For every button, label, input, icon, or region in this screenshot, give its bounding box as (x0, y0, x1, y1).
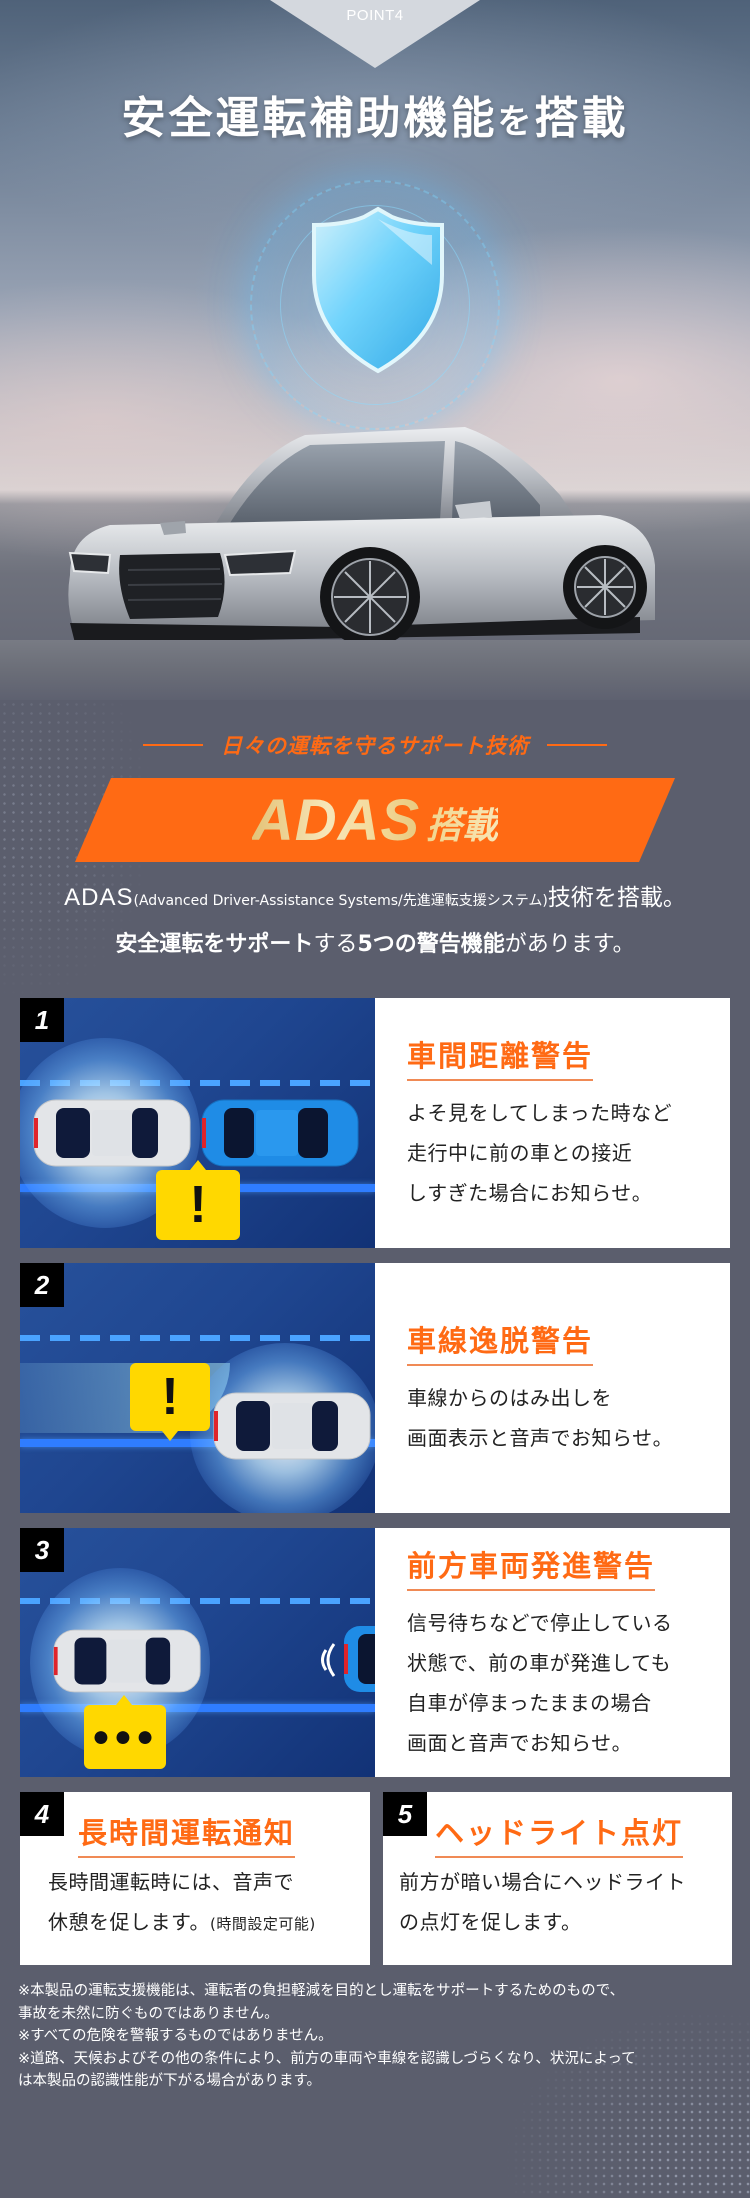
feature-number-badge: 3 (20, 1528, 64, 1572)
desc-bold2: 5つの警告機能 (357, 932, 505, 957)
feature-number-badge: 4 (20, 1792, 64, 1836)
disclaimer-notes: ※本製品の運転支援機能は、運転者の負担軽減を目的とし運転をサポートするためのもの… (18, 1983, 636, 2089)
feature-description: よそ見をしてしまった時など 走行中に前の車との接近 しすぎた場合にお知らせ。 (407, 1101, 673, 1205)
feature-title: 車線逸脱警告 (407, 1318, 594, 1366)
desc-mid: する (313, 932, 358, 957)
adas-description-line2: 安全運転をサポートする5つの警告機能があります。 (0, 926, 750, 958)
ellipsis-bubble-icon: ●●● (84, 1695, 166, 1769)
feature-number-badge: 5 (383, 1792, 427, 1836)
feature-3-text: 前方車両発進警告 信号待ちなどで停止している 状態で、前の車が発進しても 自車が… (375, 1528, 730, 1777)
feature-3-illustration: 3 ●●● (20, 1528, 375, 1777)
shield-inner-ring (280, 205, 470, 405)
title-particle: を (497, 102, 535, 142)
desc-adas: ADAS (64, 884, 134, 911)
hero-car-image (68, 427, 656, 647)
feature-card-3: 3 ●●● 前方車両発進警告 信号待ちなどで停止している 状態で、前の車が発進し… (20, 1528, 730, 1777)
front-car-departing-icon (344, 1626, 375, 1692)
point-label: POINT4 (346, 7, 404, 24)
feature-description: 信号待ちなどで停止している 状態で、前の車が発進しても 自車が停まったままの場合… (407, 1610, 673, 1755)
title-main: 安全運転補助機能 (121, 93, 498, 144)
lane-dashed-line (20, 1080, 375, 1086)
shield-glow-ring (250, 180, 500, 430)
hero-section: POINT4 安全運転補助機能を搭載 (0, 0, 750, 700)
desc-suffix: 技術を搭載。 (547, 885, 686, 911)
feature-number-badge: 2 (20, 1263, 64, 1307)
feature-title: ヘッドライト点灯 (435, 1810, 684, 1858)
feature-description: 車線からのはみ出しを 画面表示と音声でお知らせ。 (407, 1386, 674, 1450)
front-car-icon (201, 1099, 359, 1167)
feature-card-4: 4 長時間運転通知 長時間運転時には、音声で休憩を促します。(時間設定可能) (20, 1792, 370, 1965)
warning-exclamation-icon: ! (156, 1160, 240, 1240)
feature-card-1: 1 ! 車間距離警告 よそ見をしてしまった時など 走行中に前の車との接近 しすぎ… (20, 998, 730, 1248)
feature-number-badge: 1 (20, 998, 64, 1042)
page-title: 安全運転補助機能を搭載 (0, 82, 750, 146)
subheading-text: 日々の運転を守るサポート技術 (221, 734, 529, 758)
feature-title: 前方車両発進警告 (407, 1543, 656, 1591)
feature-2-illustration: 2 ! (20, 1263, 375, 1513)
feature-description: 長時間運転時には、音声で休憩を促します。(時間設定可能) (48, 1862, 316, 1944)
banner-suffix-text: 搭載 (426, 797, 498, 849)
section-subheading: 日々の運転を守るサポート技術 (0, 730, 750, 760)
adas-banner: ADAS 搭載 (75, 778, 675, 862)
shield-icon (312, 206, 444, 374)
feature-description-line2: 休憩を促します。 (48, 1910, 210, 1934)
banner-adas-text: ADAS (251, 787, 421, 853)
feature-card-5: 5 ヘッドライト点灯 前方が暗い場合にヘッドライト の点灯を促します。 (383, 1792, 732, 1965)
desc-end: があります。 (504, 932, 635, 957)
title-end: 搭載 (534, 93, 629, 144)
feature-description: 前方が暗い場合にヘッドライト の点灯を促します。 (399, 1870, 686, 1934)
own-car-icon (213, 1392, 371, 1460)
subheading-line-left (143, 744, 203, 746)
adas-description-line1: ADAS(Advanced Driver-Assistance Systems/… (0, 878, 750, 912)
feature-1-illustration: 1 ! (20, 998, 375, 1248)
feature-title: 車間距離警告 (407, 1033, 594, 1081)
desc-bold1: 安全運転をサポート (115, 932, 314, 957)
feature-1-text: 車間距離警告 よそ見をしてしまった時など 走行中に前の車との接近 しすぎた場合に… (375, 998, 730, 1248)
feature-2-text: 車線逸脱警告 車線からのはみ出しを 画面表示と音声でお知らせ。 (375, 1263, 730, 1513)
feature-description-note: (時間設定可能) (210, 1915, 316, 1933)
warning-exclamation-icon: ! (130, 1363, 210, 1441)
lane-dashed-line (20, 1335, 375, 1341)
own-car-icon (33, 1099, 191, 1167)
feature-description-line1: 長時間運転時には、音声で (48, 1870, 294, 1894)
lane-dashed-line (20, 1598, 375, 1604)
feature-title: 長時間運転通知 (78, 1810, 296, 1858)
subheading-line-right (547, 744, 607, 746)
road-surface (0, 640, 750, 700)
own-car-icon (53, 1629, 201, 1693)
feature-card-2: 2 ! 車線逸脱警告 車線からのはみ出しを 画面表示と音声でお知らせ。 (20, 1263, 730, 1513)
desc-adas-fullname: (Advanced Driver-Assistance Systems/先進運転… (133, 893, 548, 909)
sound-wave-icon (321, 1643, 336, 1677)
